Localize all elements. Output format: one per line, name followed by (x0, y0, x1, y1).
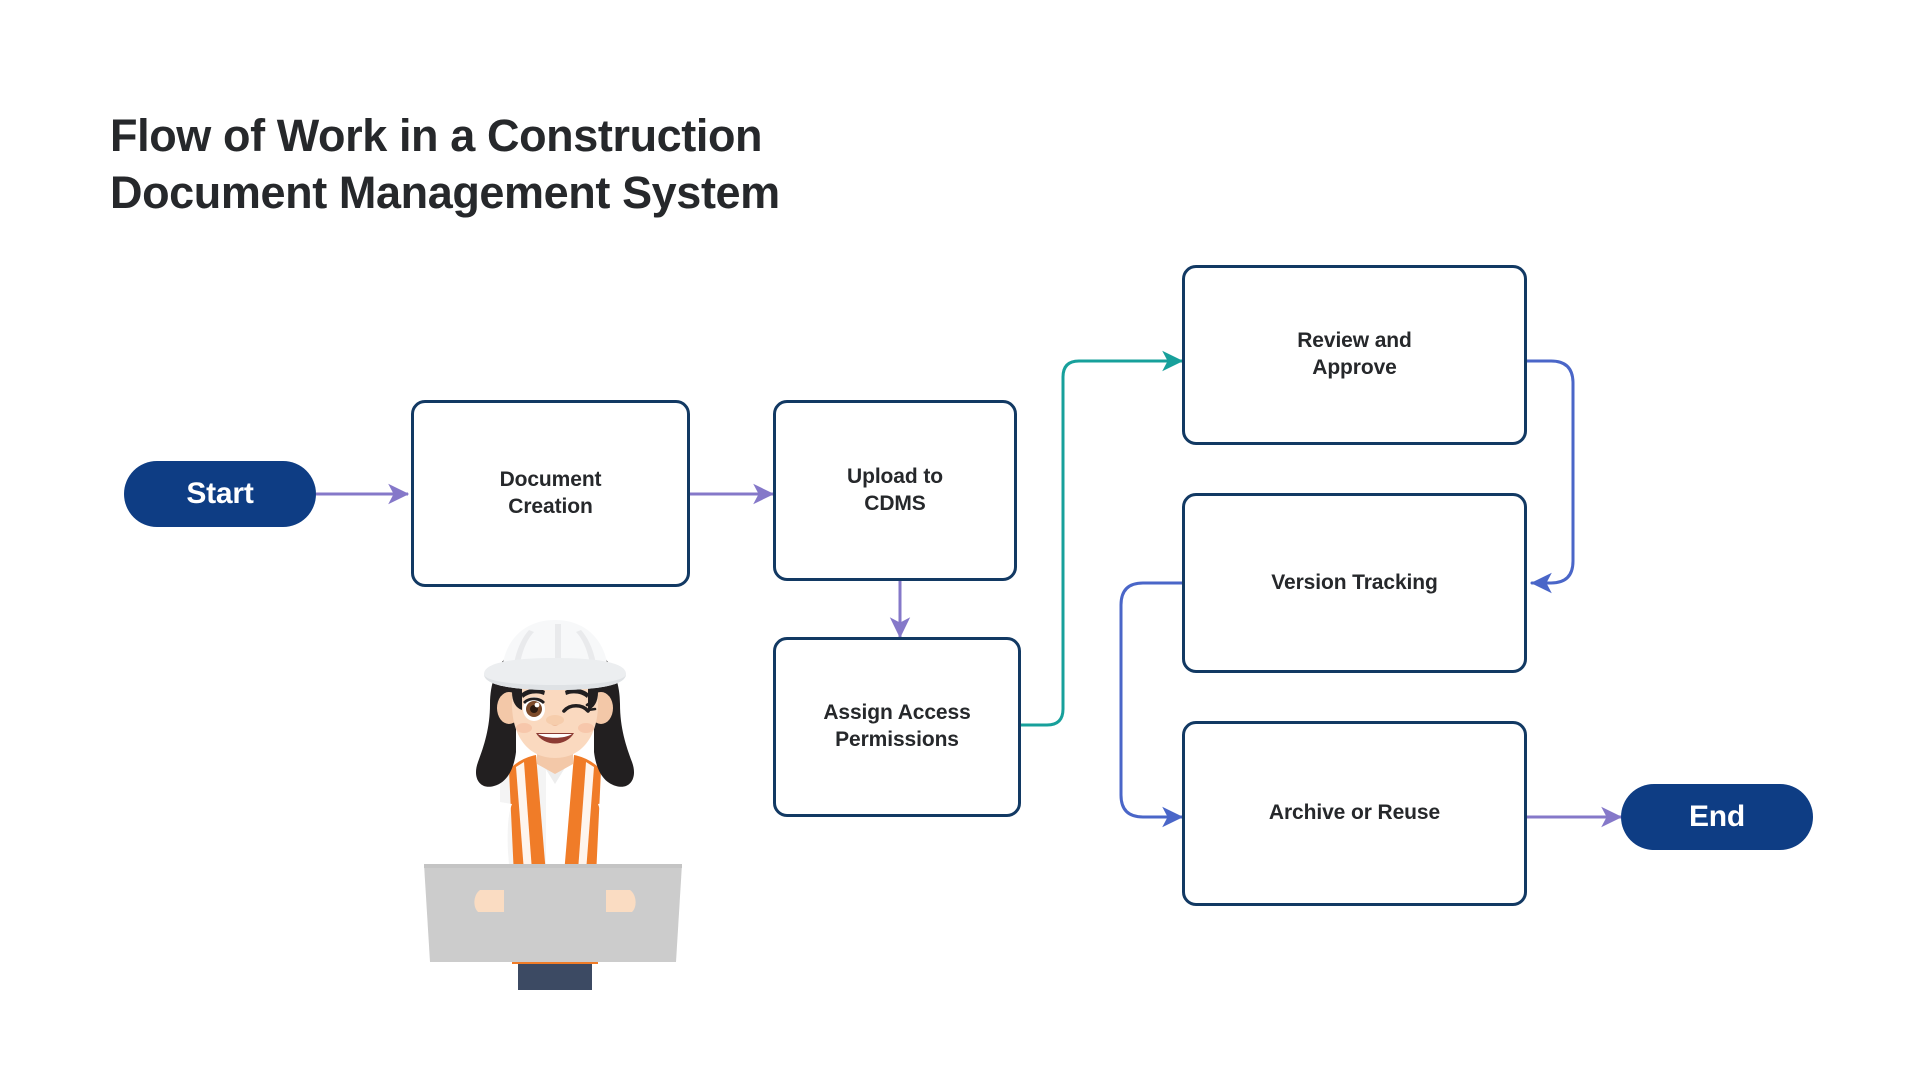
node-archive-or-reuse-label: Archive or Reuse (1268, 801, 1441, 825)
worker-helmet-brim-shadow (484, 674, 626, 690)
worker-eyelash-left (523, 697, 545, 704)
worker-teeth (538, 734, 572, 738)
construction-worker-illustration (424, 620, 682, 990)
edge-review-to-version-tracking (1525, 359, 1575, 594)
node-review-and-approve[interactable]: Review and Approve (1182, 265, 1527, 445)
node-end-label: End (1688, 800, 1746, 833)
node-version-tracking[interactable]: Version Tracking (1182, 493, 1527, 673)
node-archive-or-reuse[interactable]: Archive or Reuse (1182, 721, 1527, 906)
worker-cheek-right (578, 723, 594, 733)
worker-nose-tip (546, 715, 564, 725)
node-assign-access-permissions-label: Assign Access Permissions (823, 701, 971, 751)
worker-eyebrow-left (521, 688, 545, 698)
node-upload-to-cdms-label: Upload to CDMS (847, 464, 943, 515)
worker-blueprint-fold (424, 864, 682, 868)
node-document-creation[interactable]: Document Creation (411, 400, 690, 587)
node-upload-to-cdms[interactable]: Upload to CDMS (773, 400, 1017, 581)
page-title: Flow of Work in a Construction Document … (110, 110, 780, 218)
worker-helmet-brim (484, 658, 626, 690)
worker-eye-wink (562, 703, 590, 713)
worker-eyelash-wink (585, 699, 597, 712)
node-document-creation-label: Document Creation (499, 467, 602, 518)
node-version-tracking-label: Version Tracking (1271, 570, 1438, 594)
node-assign-access-permissions[interactable]: Assign Access Permissions (773, 637, 1021, 817)
edge-assign-access-to-review (1019, 350, 1184, 727)
worker-blueprint (424, 864, 682, 962)
worker-fingers-left (474, 890, 504, 912)
node-start[interactable]: Start (124, 461, 316, 527)
worker-eye-highlight (534, 702, 540, 708)
worker-cheek-left (516, 723, 532, 733)
node-review-and-approve-label: Review and Approve (1297, 329, 1412, 379)
worker-eyebrow-right (565, 688, 589, 698)
node-start-label: Start (186, 477, 254, 510)
node-end[interactable]: End (1621, 784, 1813, 850)
edge-version-tracking-to-archive (1119, 581, 1187, 828)
worker-fingers-right (606, 890, 636, 912)
